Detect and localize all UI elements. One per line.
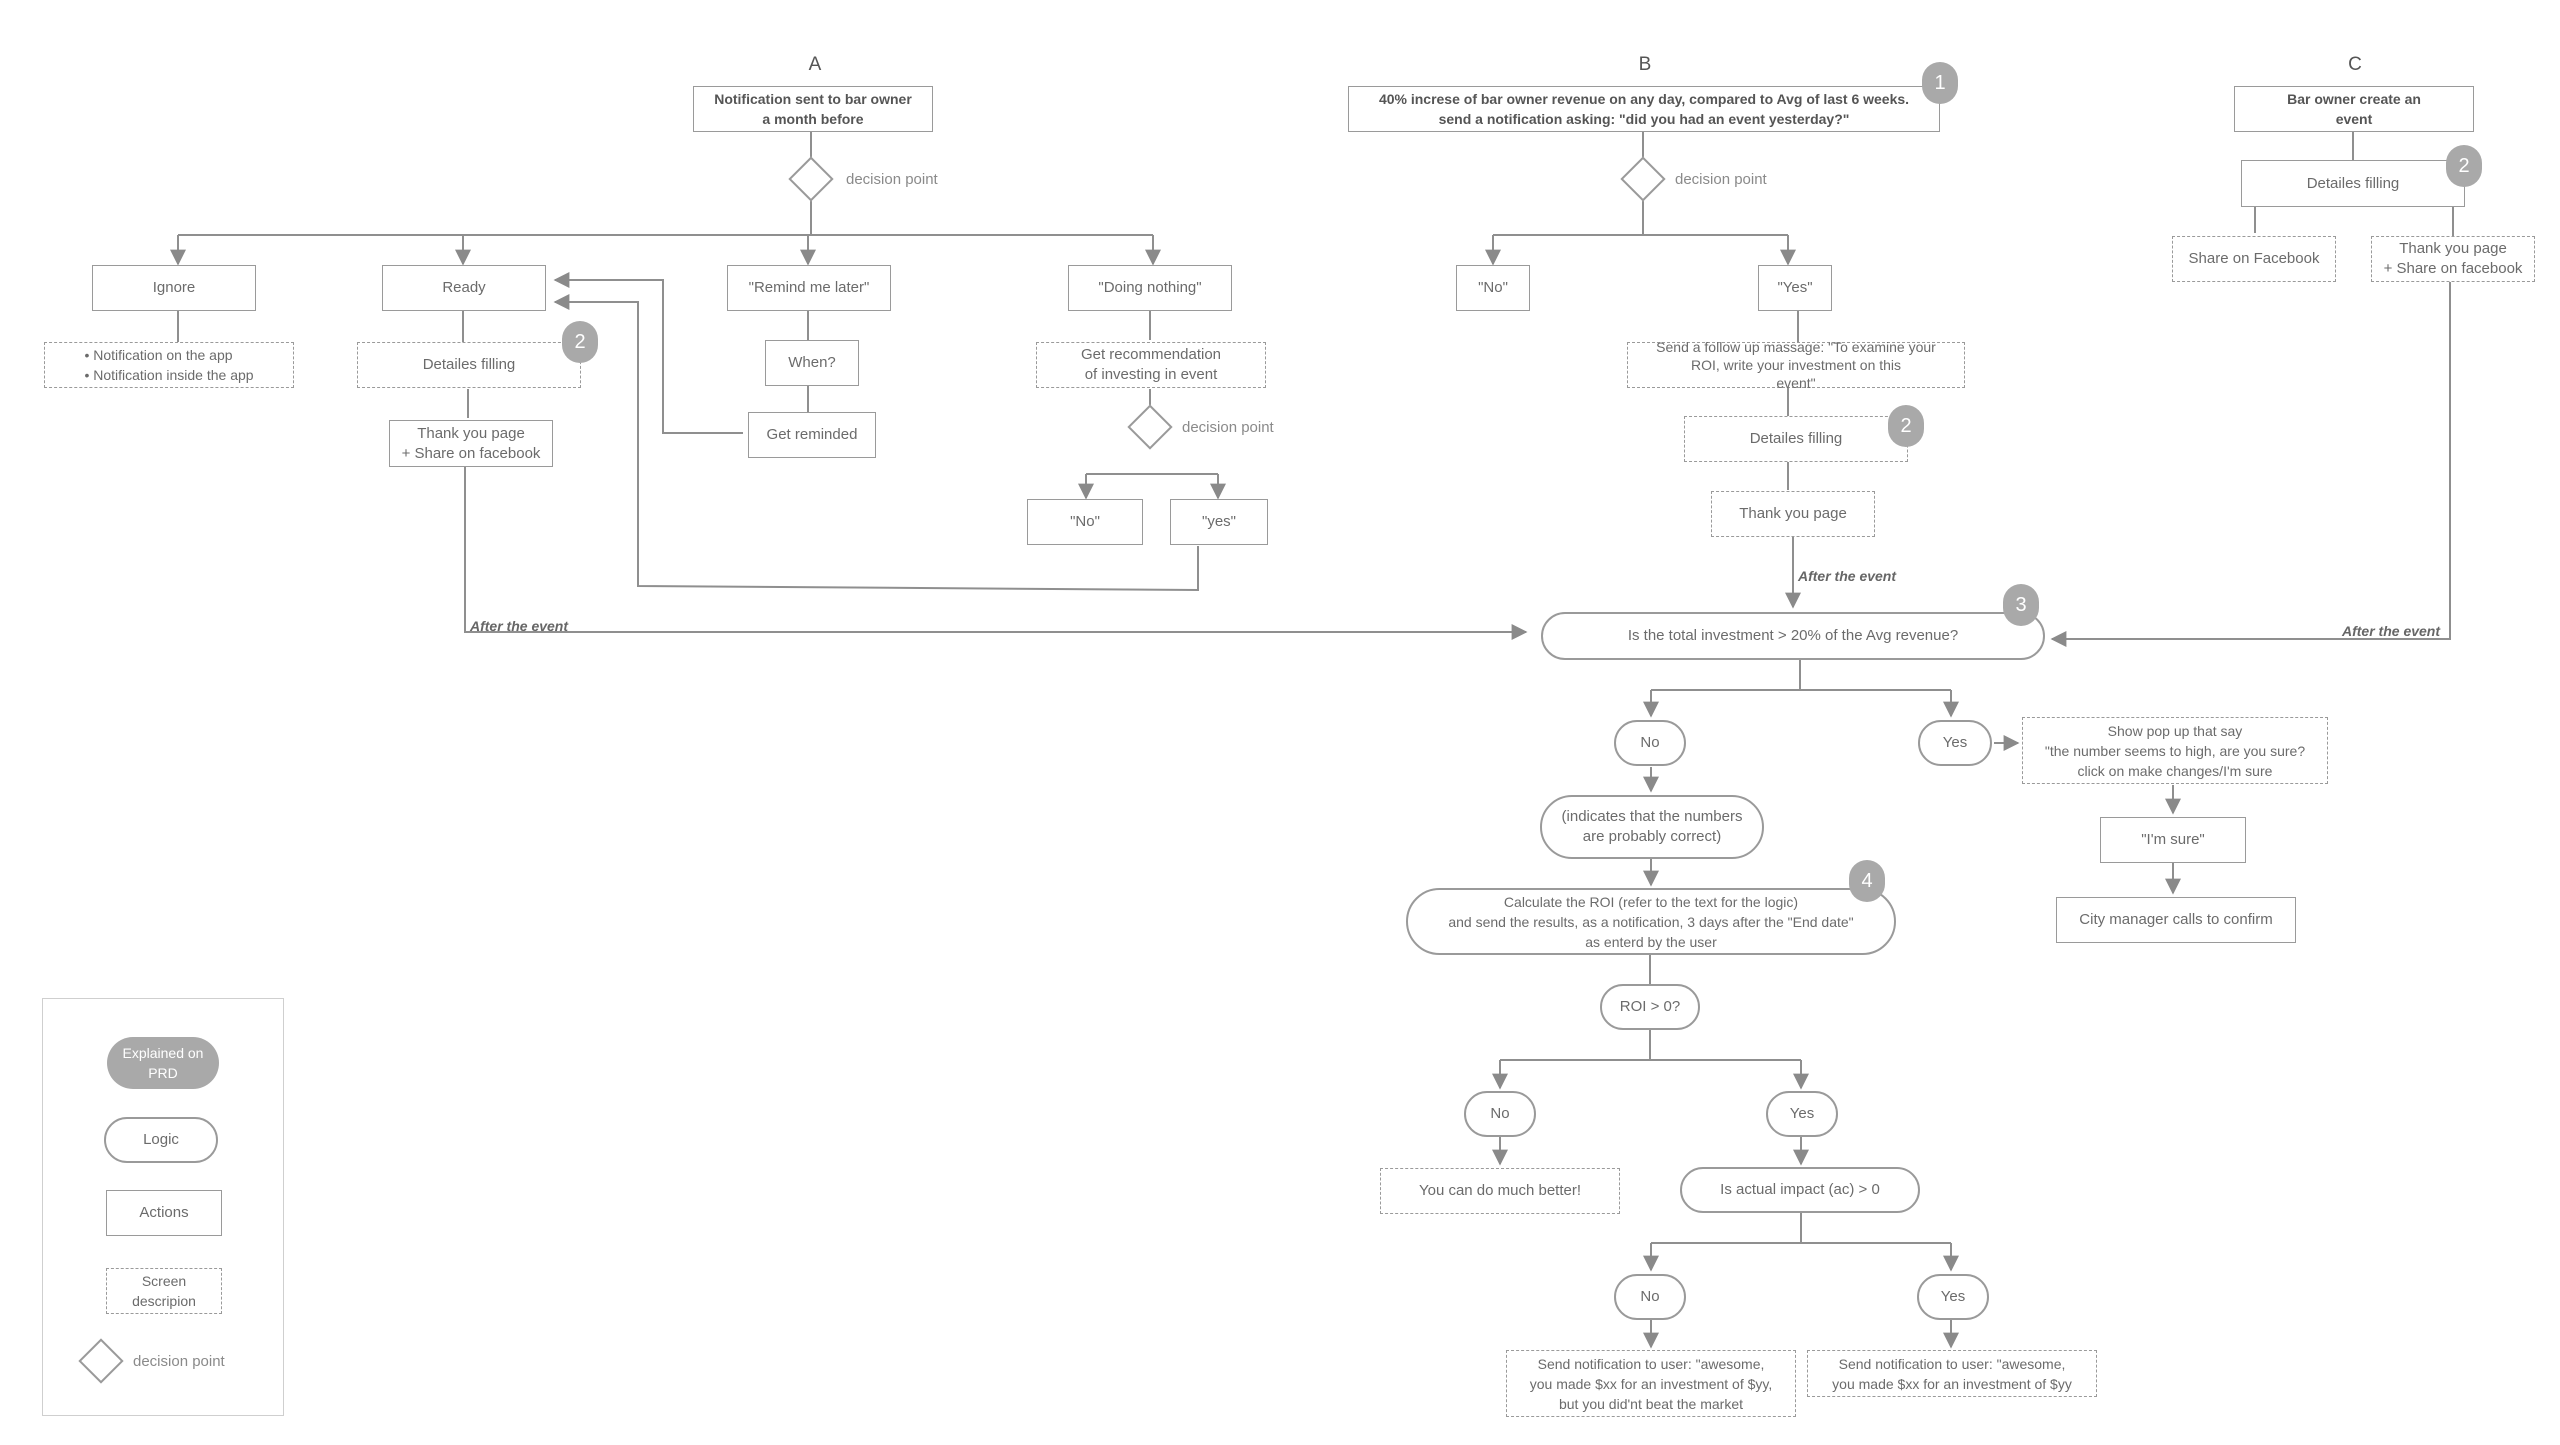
flow-prd-badge-4: 4 [1849,860,1885,902]
a-after-event-label: After the event [470,618,569,634]
numbers-correct-node: (indicates that the numbers are probably… [1540,795,1764,859]
impact-yes-node: Yes [1917,1274,1989,1320]
legend-prd: Explained on PRD [107,1037,219,1089]
b-details-node: Detailes filling [1684,416,1908,462]
b-thankyou-node: Thank you page [1711,491,1875,537]
b-prd-badge-1: 1 [1922,62,1958,104]
column-a-label: A [808,54,822,75]
a-decision-label: decision point [846,171,938,188]
column-c-label: C [2348,54,2362,75]
c-after-event-label: After the event [2342,623,2441,639]
a-thankyou-node: Thank you page + Share on facebook [389,420,553,467]
c-details-node: Detailes filling [2241,160,2465,207]
flow-prd-badge-3: 3 [2003,584,2039,626]
a-ready-node: Ready [382,265,546,311]
popup-screen-node: Show pop up that say "the number seems t… [2022,717,2328,784]
a-recommend-node: Get recommendation of investing in event [1036,342,1266,388]
a-nothing-node: "Doing nothing" [1068,265,1232,311]
b-after-event-label: After the event [1798,568,1897,584]
notify-no-node: Send notification to user: "awesome, you… [1506,1350,1796,1417]
legend-screen: Screen descripion [106,1268,222,1314]
a-ignore-screen: • Notification on the app • Notification… [44,342,294,388]
a-reminded-node: Get reminded [748,412,876,458]
c-prd-badge: 2 [2446,145,2482,187]
invest-check-node: Is the total investment > 20% of the Avg… [1541,612,2045,660]
a-remind-node: "Remind me later" [727,265,891,311]
a-start-node: Notification sent to bar owner a month b… [693,86,933,132]
legend-decision-label: decision point [133,1353,225,1370]
b-followup-node: Send a follow up massage: "To examine yo… [1627,339,1965,391]
im-sure-node: "I'm sure" [2100,817,2246,863]
legend-box [42,998,284,1416]
roi-check-node: ROI > 0? [1600,984,1700,1030]
b-decision-label: decision point [1675,171,1767,188]
invest-no-node: No [1614,720,1686,766]
do-better-node: You can do much better! [1380,1168,1620,1214]
impact-no-node: No [1614,1274,1686,1320]
invest-yes-node: Yes [1918,720,1992,766]
a-when-node: When? [765,340,859,386]
b-yes-node: "Yes" [1758,265,1832,311]
a-ignore-node: Ignore [92,265,256,311]
c-share-node: Share on Facebook [2172,236,2336,282]
column-b-label: B [1638,54,1652,75]
impact-check-node: Is actual impact (ac) > 0 [1680,1167,1920,1213]
a-details-node: Detailes filling [357,342,581,388]
b-no-node: "No" [1456,265,1530,311]
roi-no-node: No [1464,1091,1536,1137]
c-thankyou-node: Thank you page + Share on facebook [2371,236,2535,282]
a-prd-badge: 2 [562,321,598,363]
b-prd-badge-2: 2 [1888,405,1924,447]
a-recommend-decision-label: decision point [1182,419,1274,436]
notify-yes-node: Send notification to user: "awesome, you… [1807,1350,2097,1397]
legend-actions: Actions [106,1190,222,1236]
c-start-node: Bar owner create an event [2234,86,2474,132]
city-manager-node: City manager calls to confirm [2056,897,2296,943]
legend-logic: Logic [104,1117,218,1163]
roi-yes-node: Yes [1766,1091,1838,1137]
a-no-node: "No" [1027,499,1143,545]
a-yes-node: "yes" [1170,499,1268,545]
calculate-roi-node: Calculate the ROI (refer to the text for… [1406,888,1896,955]
b-start-node: 40% increse of bar owner revenue on any … [1348,86,1940,132]
